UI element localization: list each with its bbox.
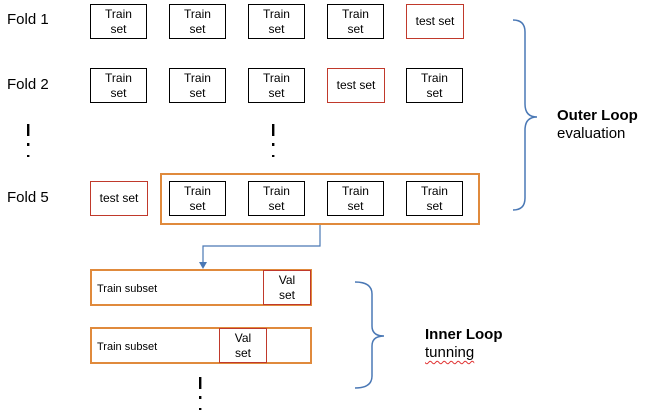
inner-split-1: Train subset [90, 269, 312, 306]
inner-loop-brace [354, 281, 385, 389]
ellipsis-mid-dot-1 [272, 143, 275, 146]
fold-5-set-3: Train set [248, 181, 305, 216]
inner-split-1-val: Val set [263, 270, 311, 305]
outer-loop-brace [512, 19, 538, 211]
inner-split-2-train-label: Train subset [97, 341, 158, 353]
fold-2-set-4: test set [327, 68, 385, 103]
fold-1-set-1: Train set [90, 4, 147, 39]
ellipsis-inner-dot-2 [199, 408, 202, 410]
ellipsis-inner-dot-1 [199, 396, 202, 399]
fold-2-set-5: Train set [406, 68, 463, 103]
inner-split-2-val: Val set [219, 328, 267, 363]
inner-split-1-train-label: Train subset [97, 283, 158, 295]
fold-5-set-4: Train set [327, 181, 384, 216]
outer-loop-title: Outer Loop [557, 107, 638, 124]
inner-loop-title: Inner Loop [425, 326, 503, 343]
ellipsis-left-dot-2 [27, 155, 30, 157]
fold-1-set-3: Train set [248, 4, 305, 39]
ellipsis-mid-dot-2 [272, 155, 275, 157]
ellipsis-left-dot-1 [27, 143, 30, 146]
outer-loop-subtitle: evaluation [557, 125, 626, 142]
fold-1-set-4: Train set [327, 4, 384, 39]
fold-5-label: Fold 5 [7, 189, 49, 206]
fold-2-set-1: Train set [90, 68, 147, 103]
fold-1-label: Fold 1 [7, 11, 49, 28]
fold-2-set-2: Train set [169, 68, 226, 103]
inner-split-2: Train subset [90, 327, 312, 364]
fold-2-set-3: Train set [248, 68, 305, 103]
ellipsis-mid-bar [272, 124, 275, 136]
ellipsis-left-bar [27, 124, 30, 136]
inner-split-group [160, 173, 480, 225]
fold-5-set-1: test set [90, 181, 148, 216]
fold-1-set-2: Train set [169, 4, 226, 39]
inner-loop-arrowhead [199, 262, 207, 269]
inner-loop-subtitle: tunning [425, 344, 475, 361]
fold-1-set-5: test set [406, 4, 464, 39]
inner-loop-arrow [202, 225, 321, 262]
fold-2-label: Fold 2 [7, 76, 49, 93]
fold-5-set-5: Train set [406, 181, 463, 216]
ellipsis-inner-bar [199, 377, 202, 389]
fold-5-set-2: Train set [169, 181, 226, 216]
